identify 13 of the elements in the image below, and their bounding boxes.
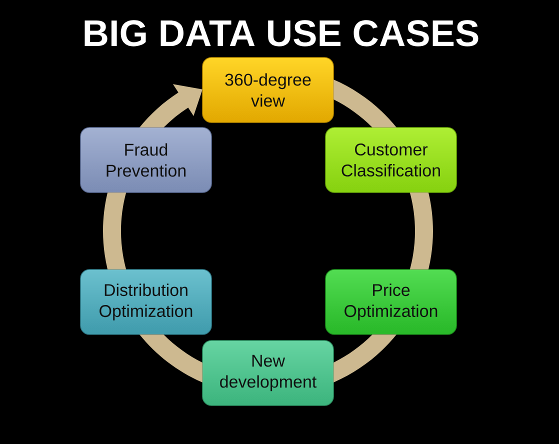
process-box: Fraud Prevention — [80, 127, 212, 193]
process-box: Distribution Optimization — [80, 269, 212, 335]
ring-arc — [103, 192, 126, 270]
process-box: 360-degree view — [202, 57, 334, 123]
process-box: New development — [202, 340, 334, 406]
process-box: Customer Classification — [325, 127, 457, 193]
ring-arc — [139, 334, 203, 382]
process-box: Price Optimization — [325, 269, 457, 335]
ring-arc — [333, 334, 397, 382]
ring-arc — [333, 80, 397, 128]
ring-arc — [410, 192, 433, 270]
curved-arrow — [139, 84, 203, 128]
title: BIG DATA USE CASES — [84, 20, 478, 46]
